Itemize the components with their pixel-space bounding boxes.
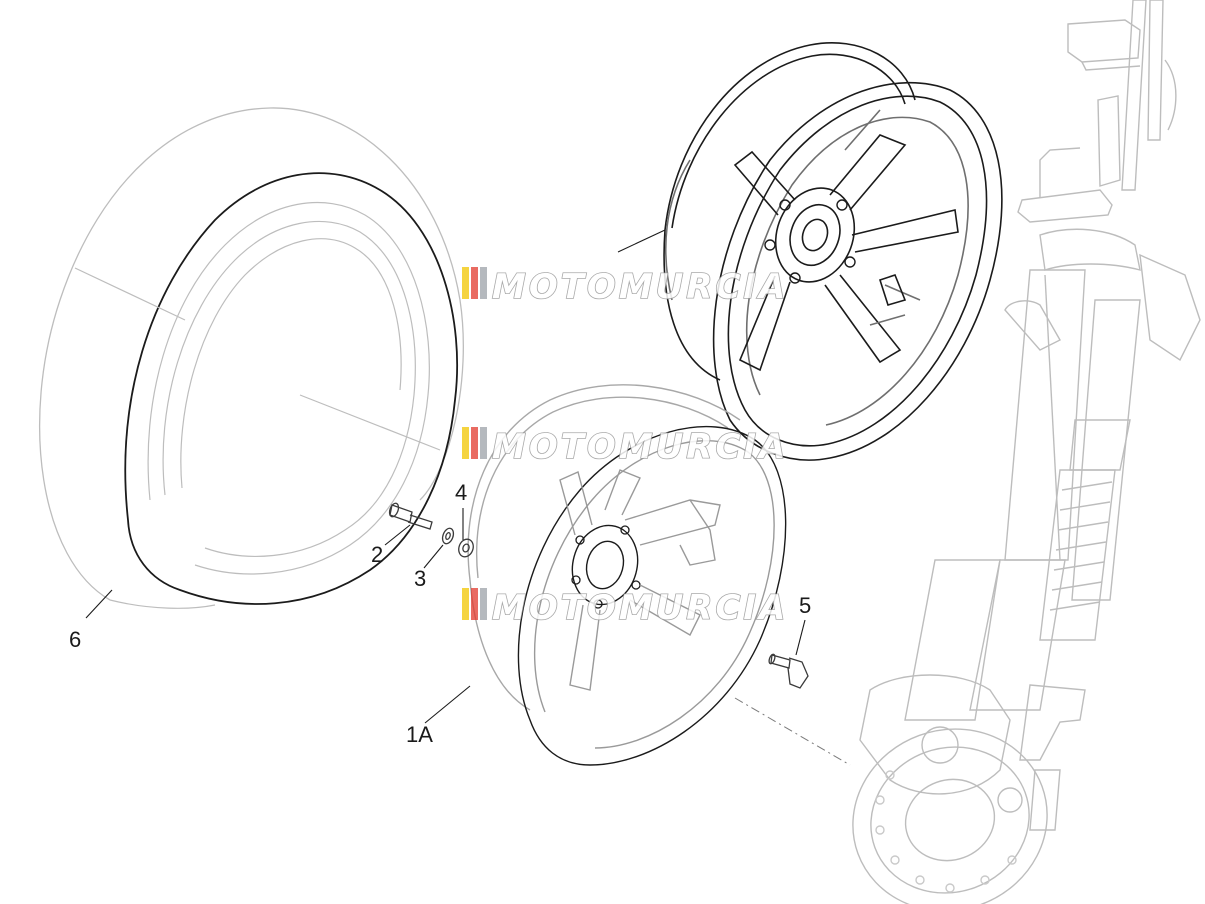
watermark-text: MOTOMURCIA — [492, 267, 788, 307]
watermark-stripe — [480, 267, 487, 299]
watermark-stripe — [480, 588, 487, 620]
callout-6: 6 — [69, 627, 81, 652]
watermark-stripe — [471, 427, 478, 459]
tyre — [39, 107, 464, 609]
callout-5: 5 — [799, 593, 811, 618]
watermark-top: MOTOMURCIA — [462, 266, 788, 308]
watermark-stripe — [471, 588, 478, 620]
watermark-stripe — [462, 267, 469, 299]
watermark-stripe — [462, 588, 469, 620]
screw — [388, 502, 433, 530]
watermark-middle: MOTOMURCIA — [462, 426, 788, 468]
front-wheel-rim — [467, 384, 787, 766]
watermark-stripe — [462, 427, 469, 459]
watermark-stripe — [480, 427, 487, 459]
watermark-bottom: MOTOMURCIA — [462, 587, 788, 629]
axle-centerline — [734, 697, 851, 766]
callout-1a: 1A — [406, 722, 433, 747]
callout-3: 3 — [414, 566, 426, 591]
upper-wheel-rim — [663, 42, 1003, 461]
valve — [768, 653, 809, 689]
washer — [441, 527, 455, 545]
spacer — [458, 538, 474, 558]
watermark-text: MOTOMURCIA — [492, 588, 788, 628]
watermark-text: MOTOMURCIA — [492, 427, 788, 467]
callout-2: 2 — [371, 542, 383, 567]
leader-lines — [85, 229, 806, 724]
callout-4: 4 — [455, 480, 467, 505]
watermark-stripe — [471, 267, 478, 299]
front-fork-assembly — [852, 0, 1201, 904]
